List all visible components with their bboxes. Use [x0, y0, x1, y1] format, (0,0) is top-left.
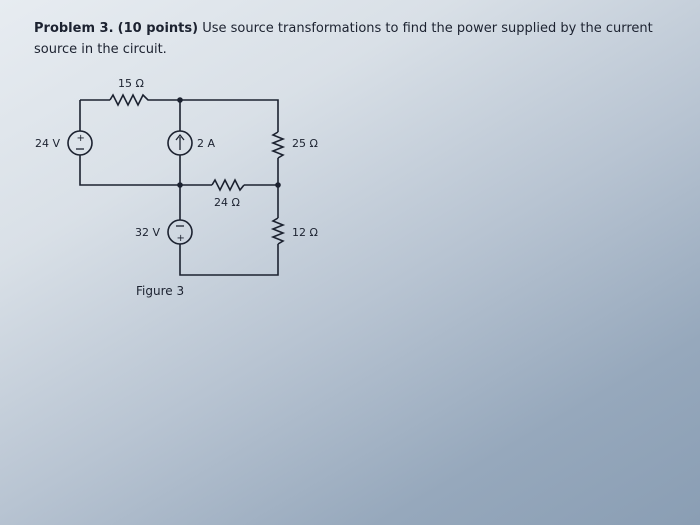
- voltage-source-24v-label: 24 V: [35, 137, 60, 150]
- resistor-25-ohm: [270, 131, 286, 159]
- voltage-source-32v-label: 32 V: [135, 226, 160, 239]
- svg-text:+: +: [177, 233, 185, 244]
- voltage-source-24v: +: [67, 130, 93, 156]
- wire-top-right: [150, 99, 279, 132]
- node-top: [177, 97, 183, 103]
- node-middle-right: [275, 182, 281, 188]
- problem-statement: Problem 3. (10 points) Use source transf…: [34, 18, 674, 60]
- resistor-15-ohm: [109, 93, 150, 107]
- current-source-2a-label: 2 A: [197, 137, 215, 150]
- problem-text-line2: source in the circuit.: [34, 42, 167, 57]
- resistor-24-ohm: [211, 178, 245, 192]
- voltage-source-32v: +: [167, 219, 193, 245]
- svg-text:+: +: [77, 133, 85, 144]
- resistor-24-label: 24 Ω: [214, 196, 240, 209]
- current-source-2a: [167, 130, 193, 156]
- resistor-15-label: 15 Ω: [118, 77, 144, 90]
- problem-text-line1: Use source transformations to find the p…: [202, 21, 653, 36]
- node-middle-left: [177, 182, 183, 188]
- circuit-wires: [79, 99, 279, 276]
- wire-bottom: [179, 244, 279, 276]
- resistor-12-ohm: [270, 217, 286, 245]
- resistor-25-label: 25 Ω: [292, 137, 318, 150]
- wire-mid-right: [244, 158, 279, 186]
- wire-left-lower: [79, 155, 212, 186]
- problem-points: (10 points): [117, 21, 199, 36]
- problem-line-1: Problem 3. (10 points) Use source transf…: [34, 18, 674, 39]
- figure-caption: Figure 3: [136, 284, 184, 298]
- resistor-12-label: 12 Ω: [292, 226, 318, 239]
- problem-heading: Problem 3.: [34, 21, 114, 36]
